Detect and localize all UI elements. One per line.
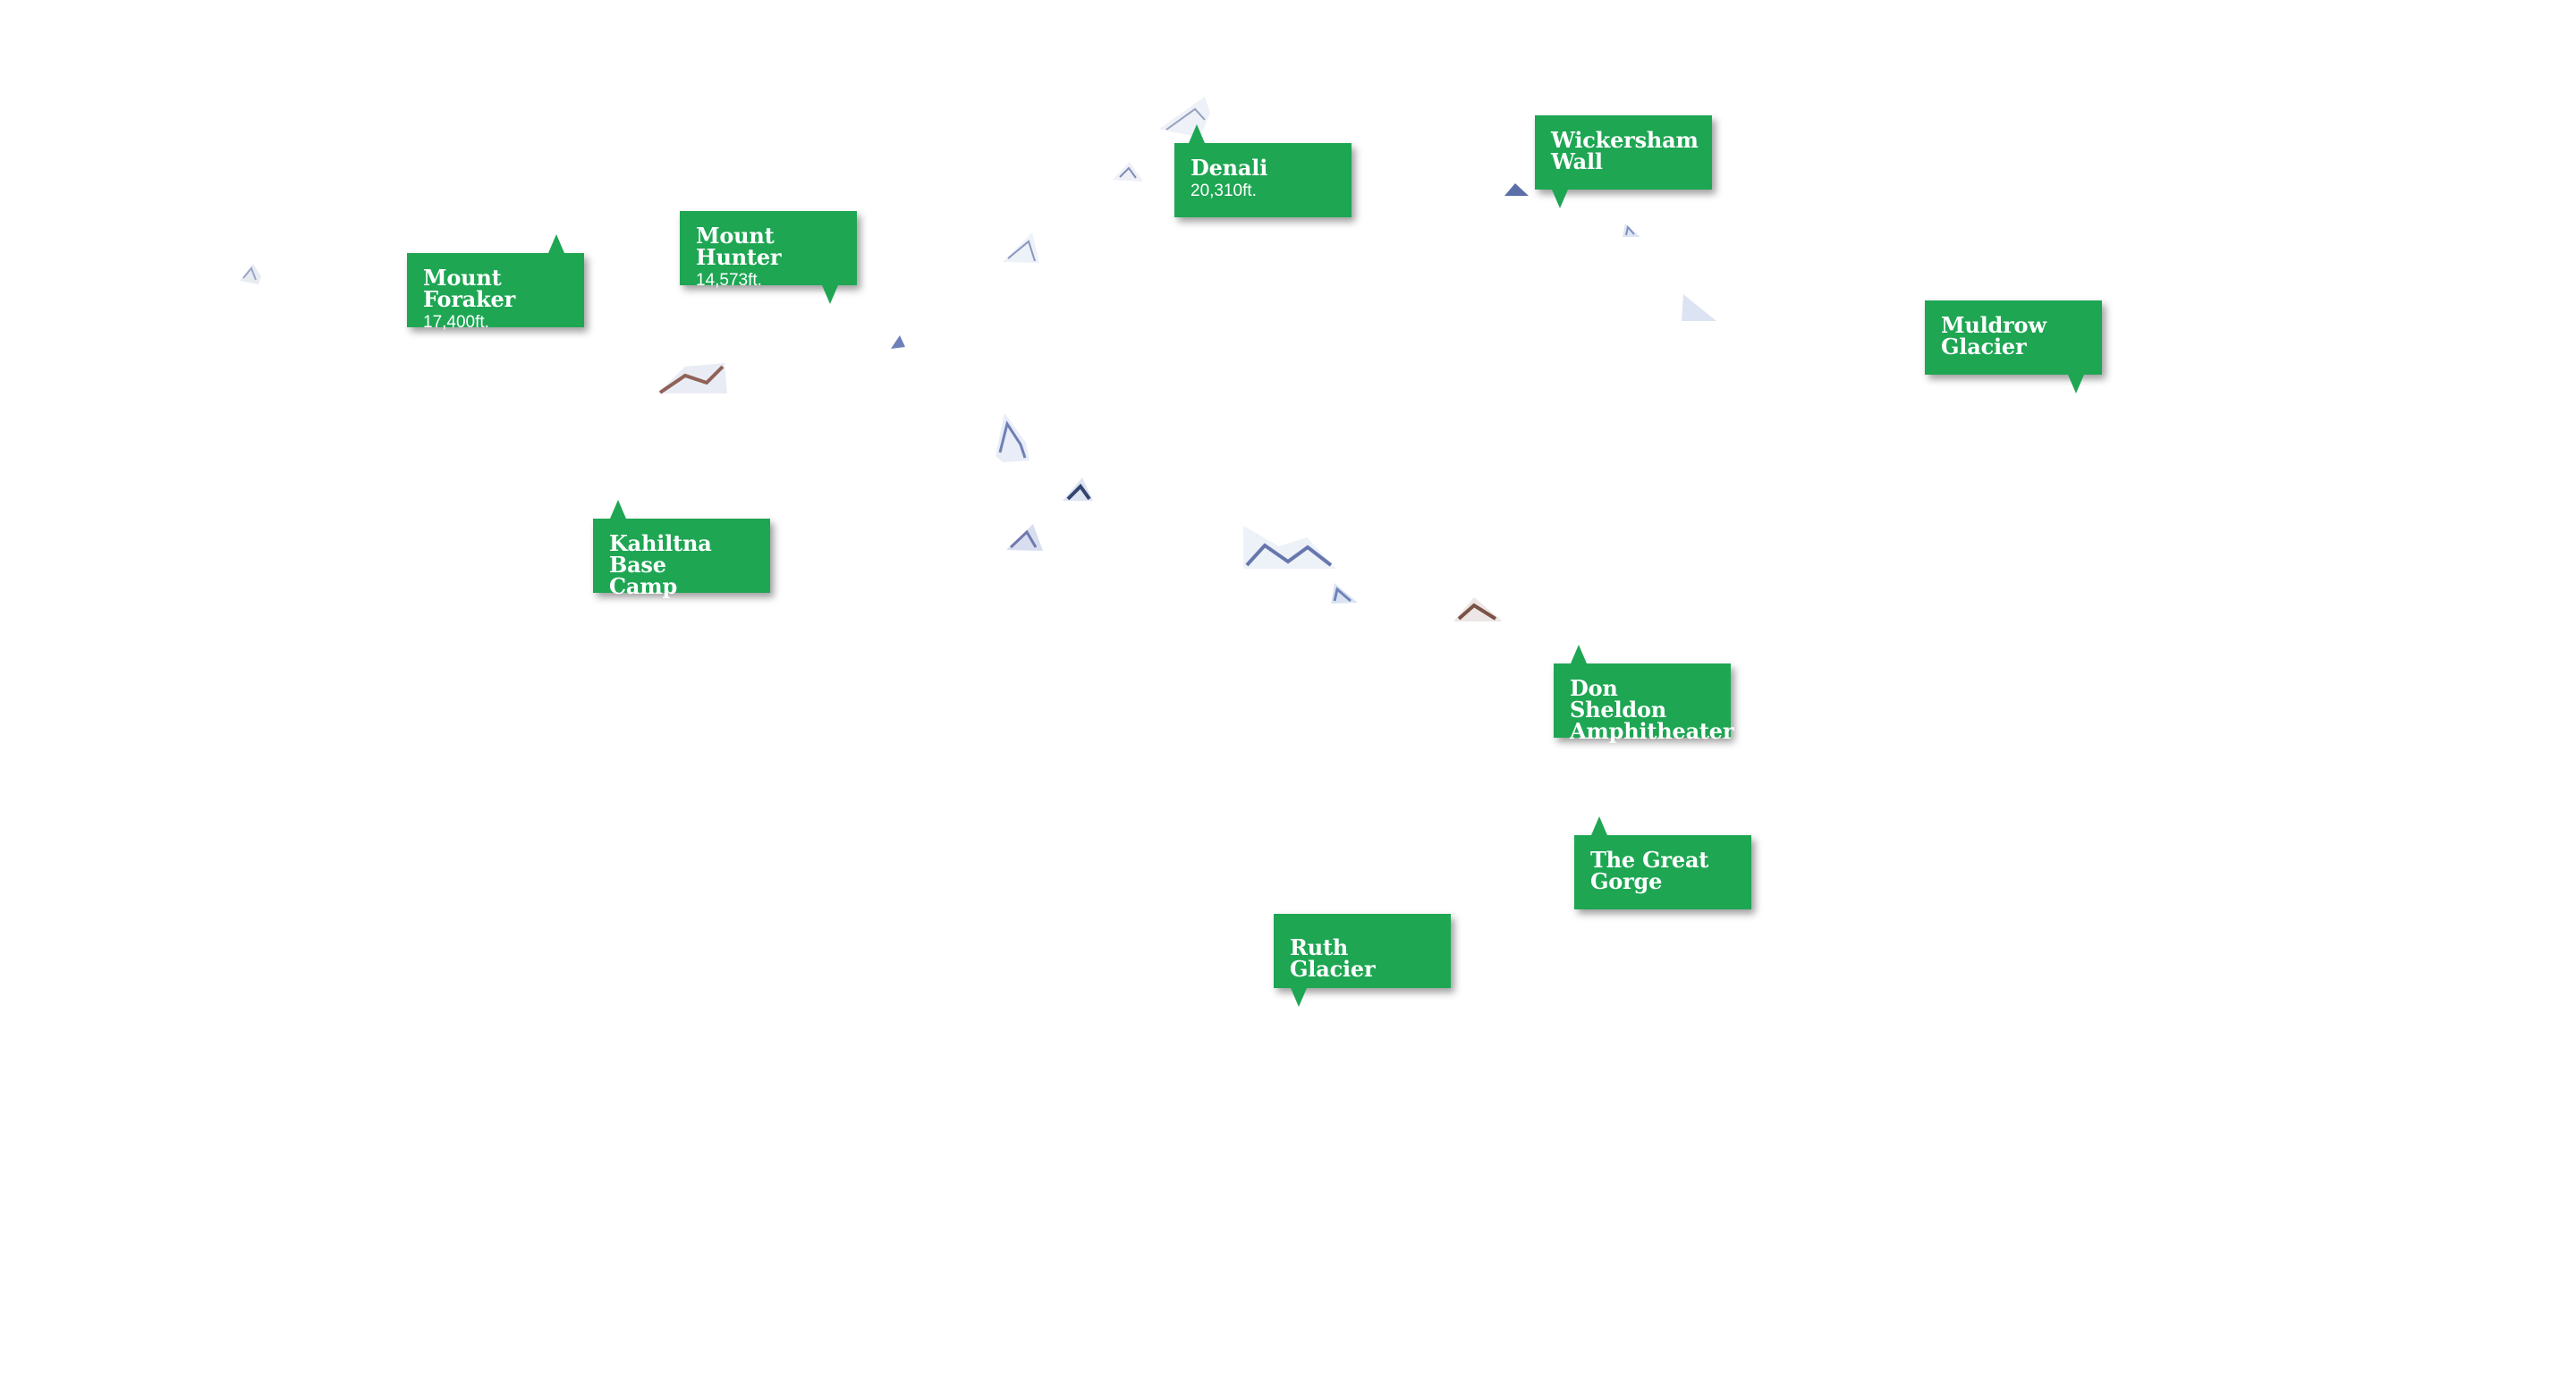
pointer-up-icon: [610, 500, 626, 519]
label-elevation: 17,400ft.: [423, 313, 489, 332]
terrain-fragment-15: [1453, 597, 1503, 621]
terrain-fragment-5: [1504, 183, 1529, 196]
pointer-up-icon: [548, 234, 564, 253]
label-name: Don Sheldon Amphitheater: [1570, 675, 1734, 744]
label-name: Ruth Glacier: [1290, 934, 1376, 982]
label-denali[interactable]: Denali 20,310ft.: [1174, 124, 1352, 217]
label-the-great-gorge[interactable]: The Great Gorge: [1574, 816, 1751, 909]
pointer-down-icon: [822, 285, 838, 304]
pointer-down-icon: [1291, 988, 1307, 1007]
terrain-fragment-9: [657, 363, 727, 394]
terrain-fragment-3: [1113, 162, 1143, 182]
pointer-down-icon: [2068, 375, 2084, 393]
terrain-fragment-14: [1331, 583, 1358, 604]
label-don-sheldon-amphitheater[interactable]: Don Sheldon Amphitheater: [1554, 645, 1734, 742]
label-name: Mount Foraker: [423, 265, 516, 312]
label-name: The Great Gorge: [1590, 847, 1709, 894]
terrain-fragment-4: [1003, 232, 1039, 263]
pointer-up-icon: [1189, 124, 1205, 143]
label-elevation: 20,310ft.: [1191, 182, 1257, 200]
label-muldrow-glacier[interactable]: Muldrow Glacier: [1925, 300, 2102, 393]
label-kahiltna-base-camp[interactable]: Kahiltna Base Camp: [593, 500, 770, 597]
terrain-fragment-13: [1243, 526, 1336, 569]
pointer-down-icon: [1552, 190, 1568, 208]
label-mount-foraker[interactable]: Mount Foraker 17,400ft.: [407, 234, 584, 332]
label-name: Kahiltna Base Camp: [609, 530, 712, 599]
label-wickersham-wall[interactable]: Wickersham Wall: [1535, 115, 1712, 208]
label-name: Denali: [1191, 155, 1268, 181]
terrain-fragment-7: [1682, 294, 1716, 321]
pointer-up-icon: [1591, 816, 1607, 835]
terrain-fragment-11: [1063, 477, 1093, 501]
label-mount-hunter[interactable]: Mount Hunter 14,573ft.: [680, 211, 857, 304]
terrain-fragment-1: [240, 264, 261, 284]
terrain-fragment-10: [996, 413, 1030, 462]
label-name: Wickersham Wall: [1551, 127, 1699, 174]
terrain-fragment-6: [1623, 224, 1640, 237]
label-elevation: 14,573ft.: [696, 271, 762, 290]
pointer-up-icon: [1571, 645, 1587, 663]
label-name: Muldrow Glacier: [1941, 312, 2046, 359]
terrain-fragment-12: [1006, 524, 1043, 551]
label-name: Mount Hunter: [696, 223, 782, 270]
label-ruth-glacier[interactable]: Ruth Glacier: [1274, 914, 1451, 1007]
terrain-fragment-8: [891, 335, 905, 349]
